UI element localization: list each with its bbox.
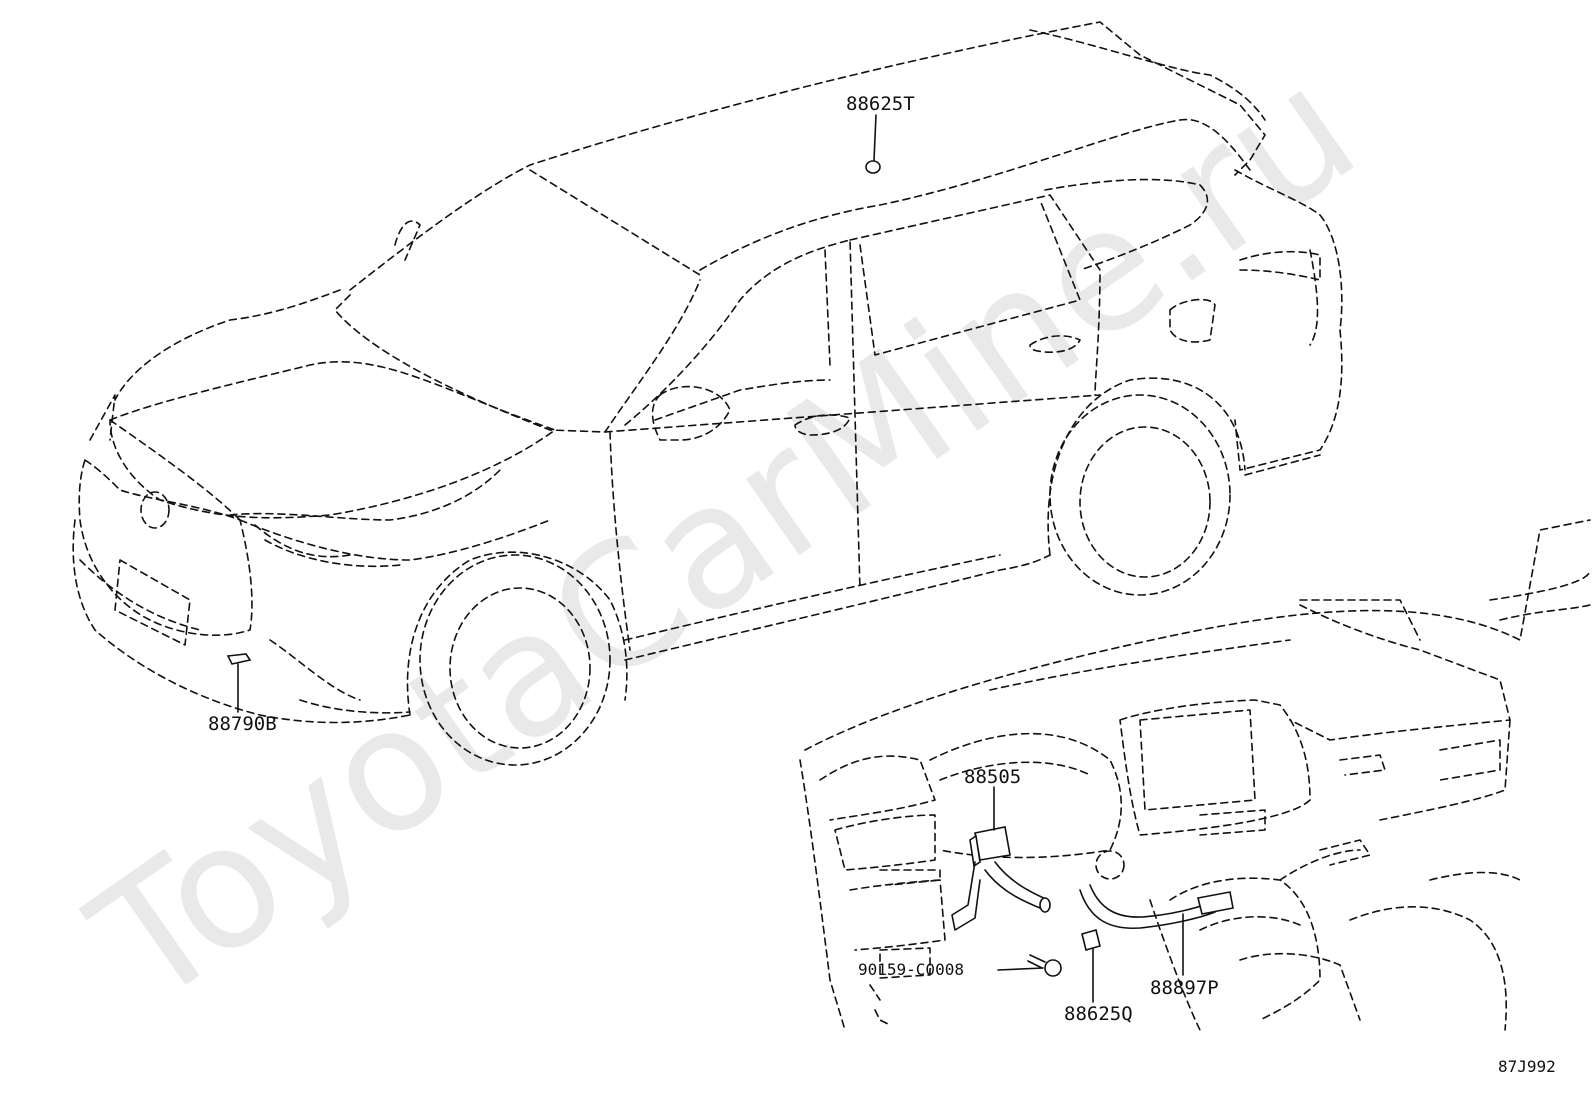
dashboard-outline (799, 519, 1591, 1031)
watermark: ToyotaCarMine.ru (59, 30, 1390, 1045)
label-88625Q: 88625Q (1064, 1003, 1133, 1025)
label-88505: 88505 (964, 766, 1021, 788)
bolt-part (997, 954, 1062, 977)
label-88625T: 88625T (846, 93, 915, 115)
figure-code: 87J992 (1498, 1057, 1556, 1076)
label-88790B: 88790B (208, 713, 277, 735)
label-90159-C0008: 90159-C0008 (858, 960, 964, 979)
aspirator-hose-part (1079, 884, 1234, 976)
label-88897P: 88897P (1150, 977, 1219, 999)
roof-sensor-part (865, 114, 881, 174)
sensor-clip-part (1081, 929, 1101, 1003)
ac-amplifier-assembly (951, 786, 1051, 931)
vehicle-outline (72, 21, 1343, 766)
front-sensor-part (226, 653, 252, 713)
